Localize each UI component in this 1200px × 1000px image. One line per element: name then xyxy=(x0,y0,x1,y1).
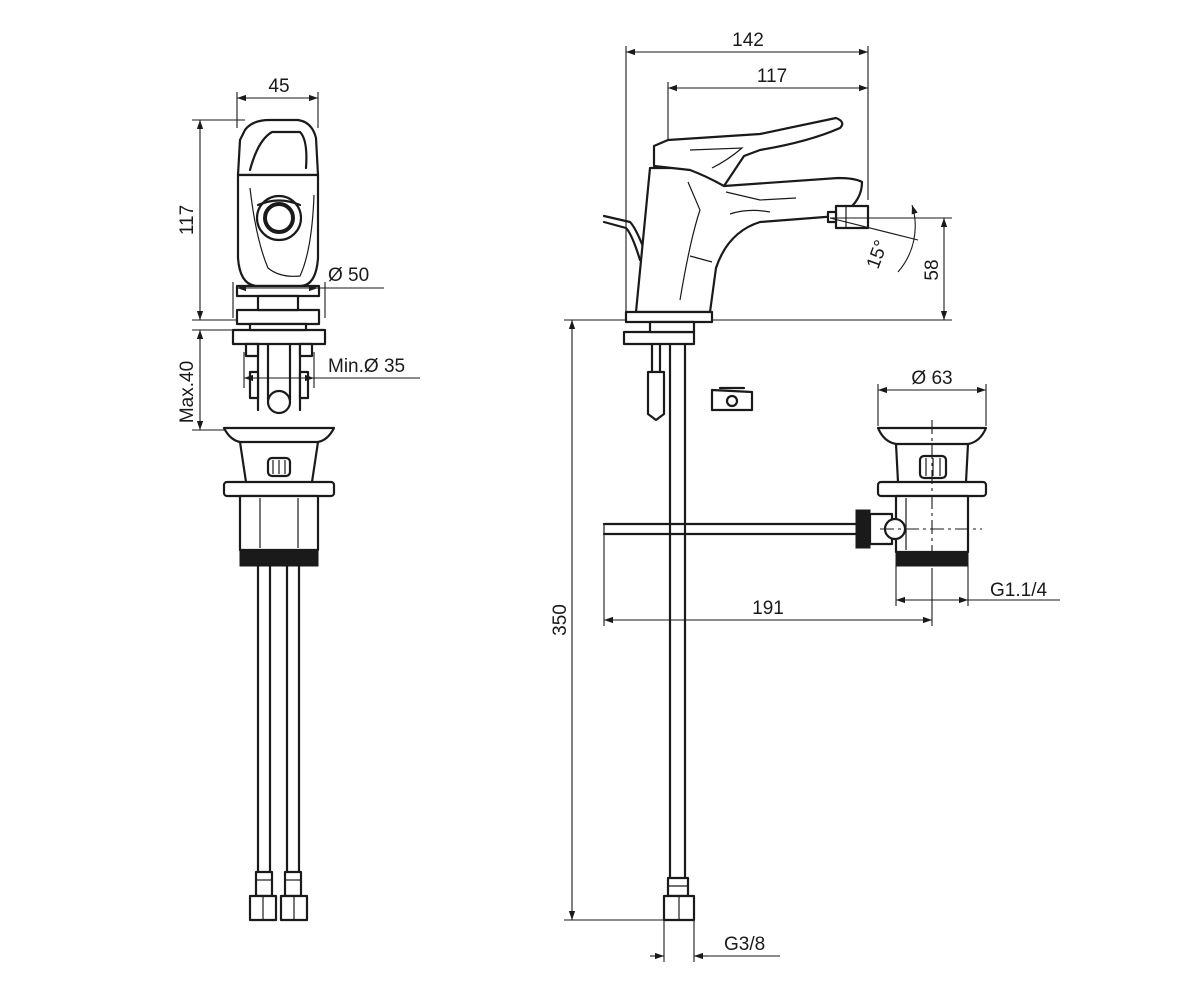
front-view: 45 117 Ø 50 Max.40 Min.Ø 35 xyxy=(177,76,420,922)
side-view: 142 117 58 15° 350 191 G1.1/4 xyxy=(550,30,1060,962)
side-waste-thread-label: G1.1/4 xyxy=(990,580,1047,601)
side-total-height-label: 350 xyxy=(550,604,571,636)
side-waste-reach-label: 191 xyxy=(752,598,784,619)
side-waste-diameter-label: Ø 63 xyxy=(911,368,952,389)
front-max-deck-label: Max.40 xyxy=(177,361,198,423)
front-height-label: 117 xyxy=(177,205,198,235)
front-width-label: 45 xyxy=(268,76,289,97)
front-waste-flange xyxy=(222,426,336,444)
front-handle xyxy=(236,118,320,177)
side-tilt-angle-label: 15° xyxy=(863,238,893,272)
front-waste-thread xyxy=(239,549,319,567)
side-mixer-body xyxy=(634,166,864,314)
side-overall-length-label: 142 xyxy=(732,30,764,51)
side-inlet-thread-label: G3/8 xyxy=(724,934,765,955)
front-min-hole-label: Min.Ø 35 xyxy=(328,356,405,377)
side-nozzle-height-label: 58 xyxy=(922,259,943,280)
side-nozzle xyxy=(834,204,870,230)
side-handle-lever xyxy=(652,116,844,188)
side-spout-reach-label: 117 xyxy=(757,66,787,87)
front-base-diameter-label: Ø 50 xyxy=(328,265,369,286)
side-pivot-nut xyxy=(855,509,871,549)
